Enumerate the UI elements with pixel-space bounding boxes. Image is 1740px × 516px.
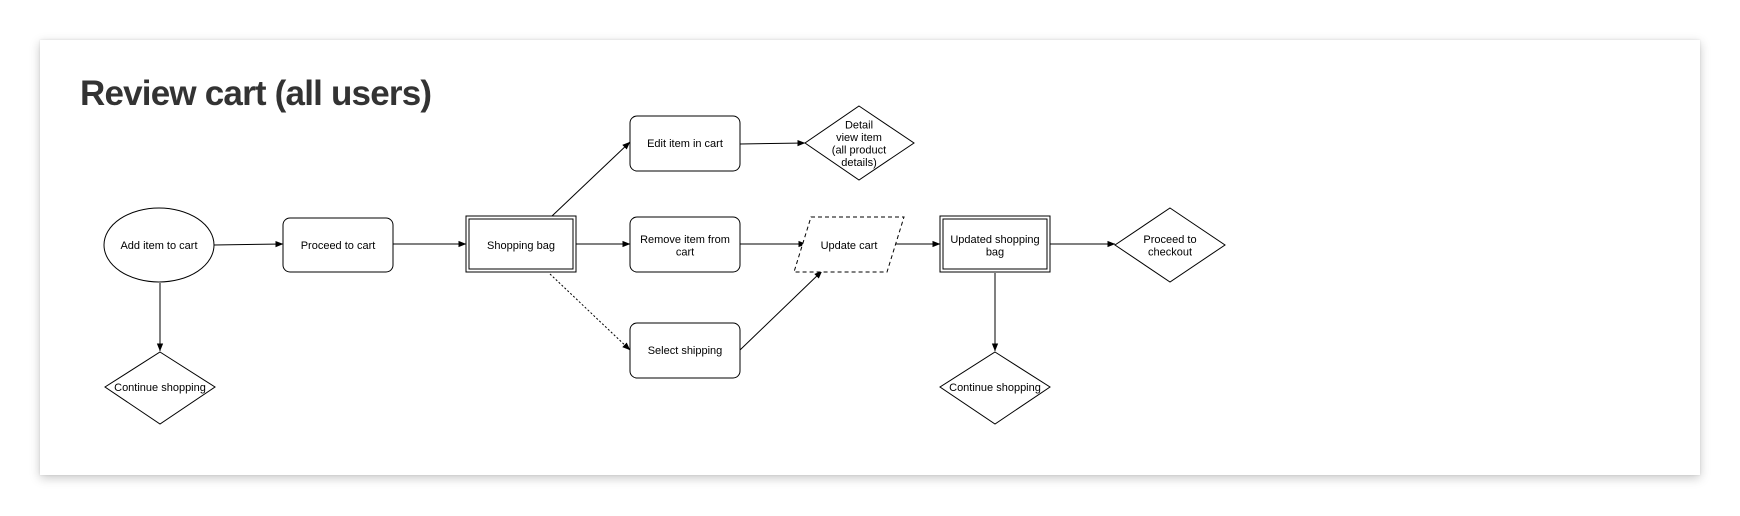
label-line: view item — [836, 132, 882, 144]
update-cart-node — [793, 216, 905, 273]
label-line: checkout — [1148, 246, 1192, 258]
label-line: Update cart — [821, 240, 878, 252]
page-title: Review cart (all users) — [80, 74, 432, 113]
continue-shopping-right-node — [939, 351, 1051, 425]
label-line: Remove item from — [640, 234, 730, 246]
edit-item-node — [629, 115, 741, 172]
label-line: (all product — [832, 144, 886, 156]
label-line: Updated shopping — [950, 234, 1039, 246]
label-line: Proceed to cart — [301, 240, 376, 252]
label-line: Add item to cart — [120, 240, 197, 252]
continue-shopping-right-label: Continue shopping — [949, 382, 1041, 394]
select-shipping-label: Select shipping — [648, 345, 723, 357]
shopping-bag-label: Shopping bag — [487, 240, 555, 252]
label-line: bag — [986, 246, 1004, 258]
label-line: Edit item in cart — [647, 138, 723, 150]
label-line: cart — [676, 246, 694, 258]
label-line: Continue shopping — [114, 382, 206, 394]
label-line: Select shipping — [648, 345, 723, 357]
edit-item-label: Edit item in cart — [647, 138, 723, 150]
label-line: Continue shopping — [949, 382, 1041, 394]
edge-edit-to-detail — [739, 139, 806, 147]
edge-bag-to-shipping — [549, 273, 631, 351]
updated-bag-node-inner — [942, 218, 1048, 270]
label-line: Shopping bag — [487, 240, 555, 252]
add-item-node — [103, 207, 215, 283]
proceed-to-cart-node — [282, 217, 394, 273]
label-line: Detail — [845, 119, 873, 131]
shopping-bag-node-inner — [468, 218, 574, 270]
detail-view-node — [804, 105, 915, 181]
edge-add-to-proceed — [213, 240, 284, 248]
select-shipping-node — [629, 322, 741, 379]
connectors — [156, 139, 1116, 352]
continue-shopping-left-label: Continue shopping — [114, 382, 206, 394]
continue-shopping-left-node — [104, 351, 216, 425]
edge-shipping-to-update — [739, 270, 823, 351]
update-cart-label: Update cart — [821, 240, 878, 252]
node-labels: Add item to cart Proceed to cart Continu… — [114, 119, 1196, 394]
add-item-label: Add item to cart — [120, 240, 197, 252]
proceed-to-checkout-node — [1114, 207, 1226, 283]
remove-item-node — [629, 216, 741, 273]
edge-bag-to-edit — [551, 141, 631, 217]
label-line: details) — [841, 157, 876, 169]
proceed-to-cart-label: Proceed to cart — [301, 240, 376, 252]
label-line: Proceed to — [1143, 234, 1196, 246]
